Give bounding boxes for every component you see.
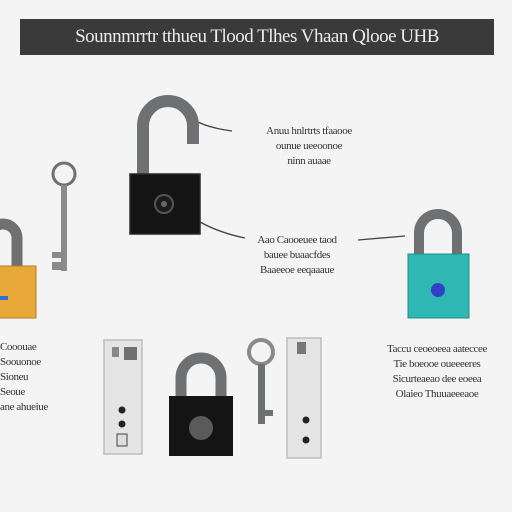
connector-right — [357, 235, 406, 241]
key-icon — [51, 161, 77, 271]
label-middle: Aao Caooeuee taod bauee buaacfdes Baaeeo… — [257, 234, 337, 276]
label-left: Cooouae Soouonoe Sioneu Seoue ane ahueiu… — [0, 341, 48, 413]
label-right: Taccu ceoeoeea aateccee Tie boeooe oueee… — [387, 343, 487, 400]
teal-padlock-icon — [407, 209, 470, 319]
diagram-title: Sounnmrrtr tthueu Tlood Tlhes Vhaan Qloo… — [20, 19, 494, 55]
connector-top — [197, 121, 233, 132]
open-padlock-icon — [129, 95, 201, 235]
strike-plate-icon — [286, 337, 322, 459]
door-latch-icon — [103, 339, 143, 455]
connector-middle — [199, 221, 246, 239]
connector-lines — [197, 121, 406, 241]
label-top: Anuu hnlrtrts tfaaooe ounue ueeoonoe nin… — [266, 125, 352, 167]
padlock-icon — [169, 352, 233, 456]
orange-padlock-icon — [0, 218, 37, 319]
key-icon-bottom — [247, 338, 275, 424]
